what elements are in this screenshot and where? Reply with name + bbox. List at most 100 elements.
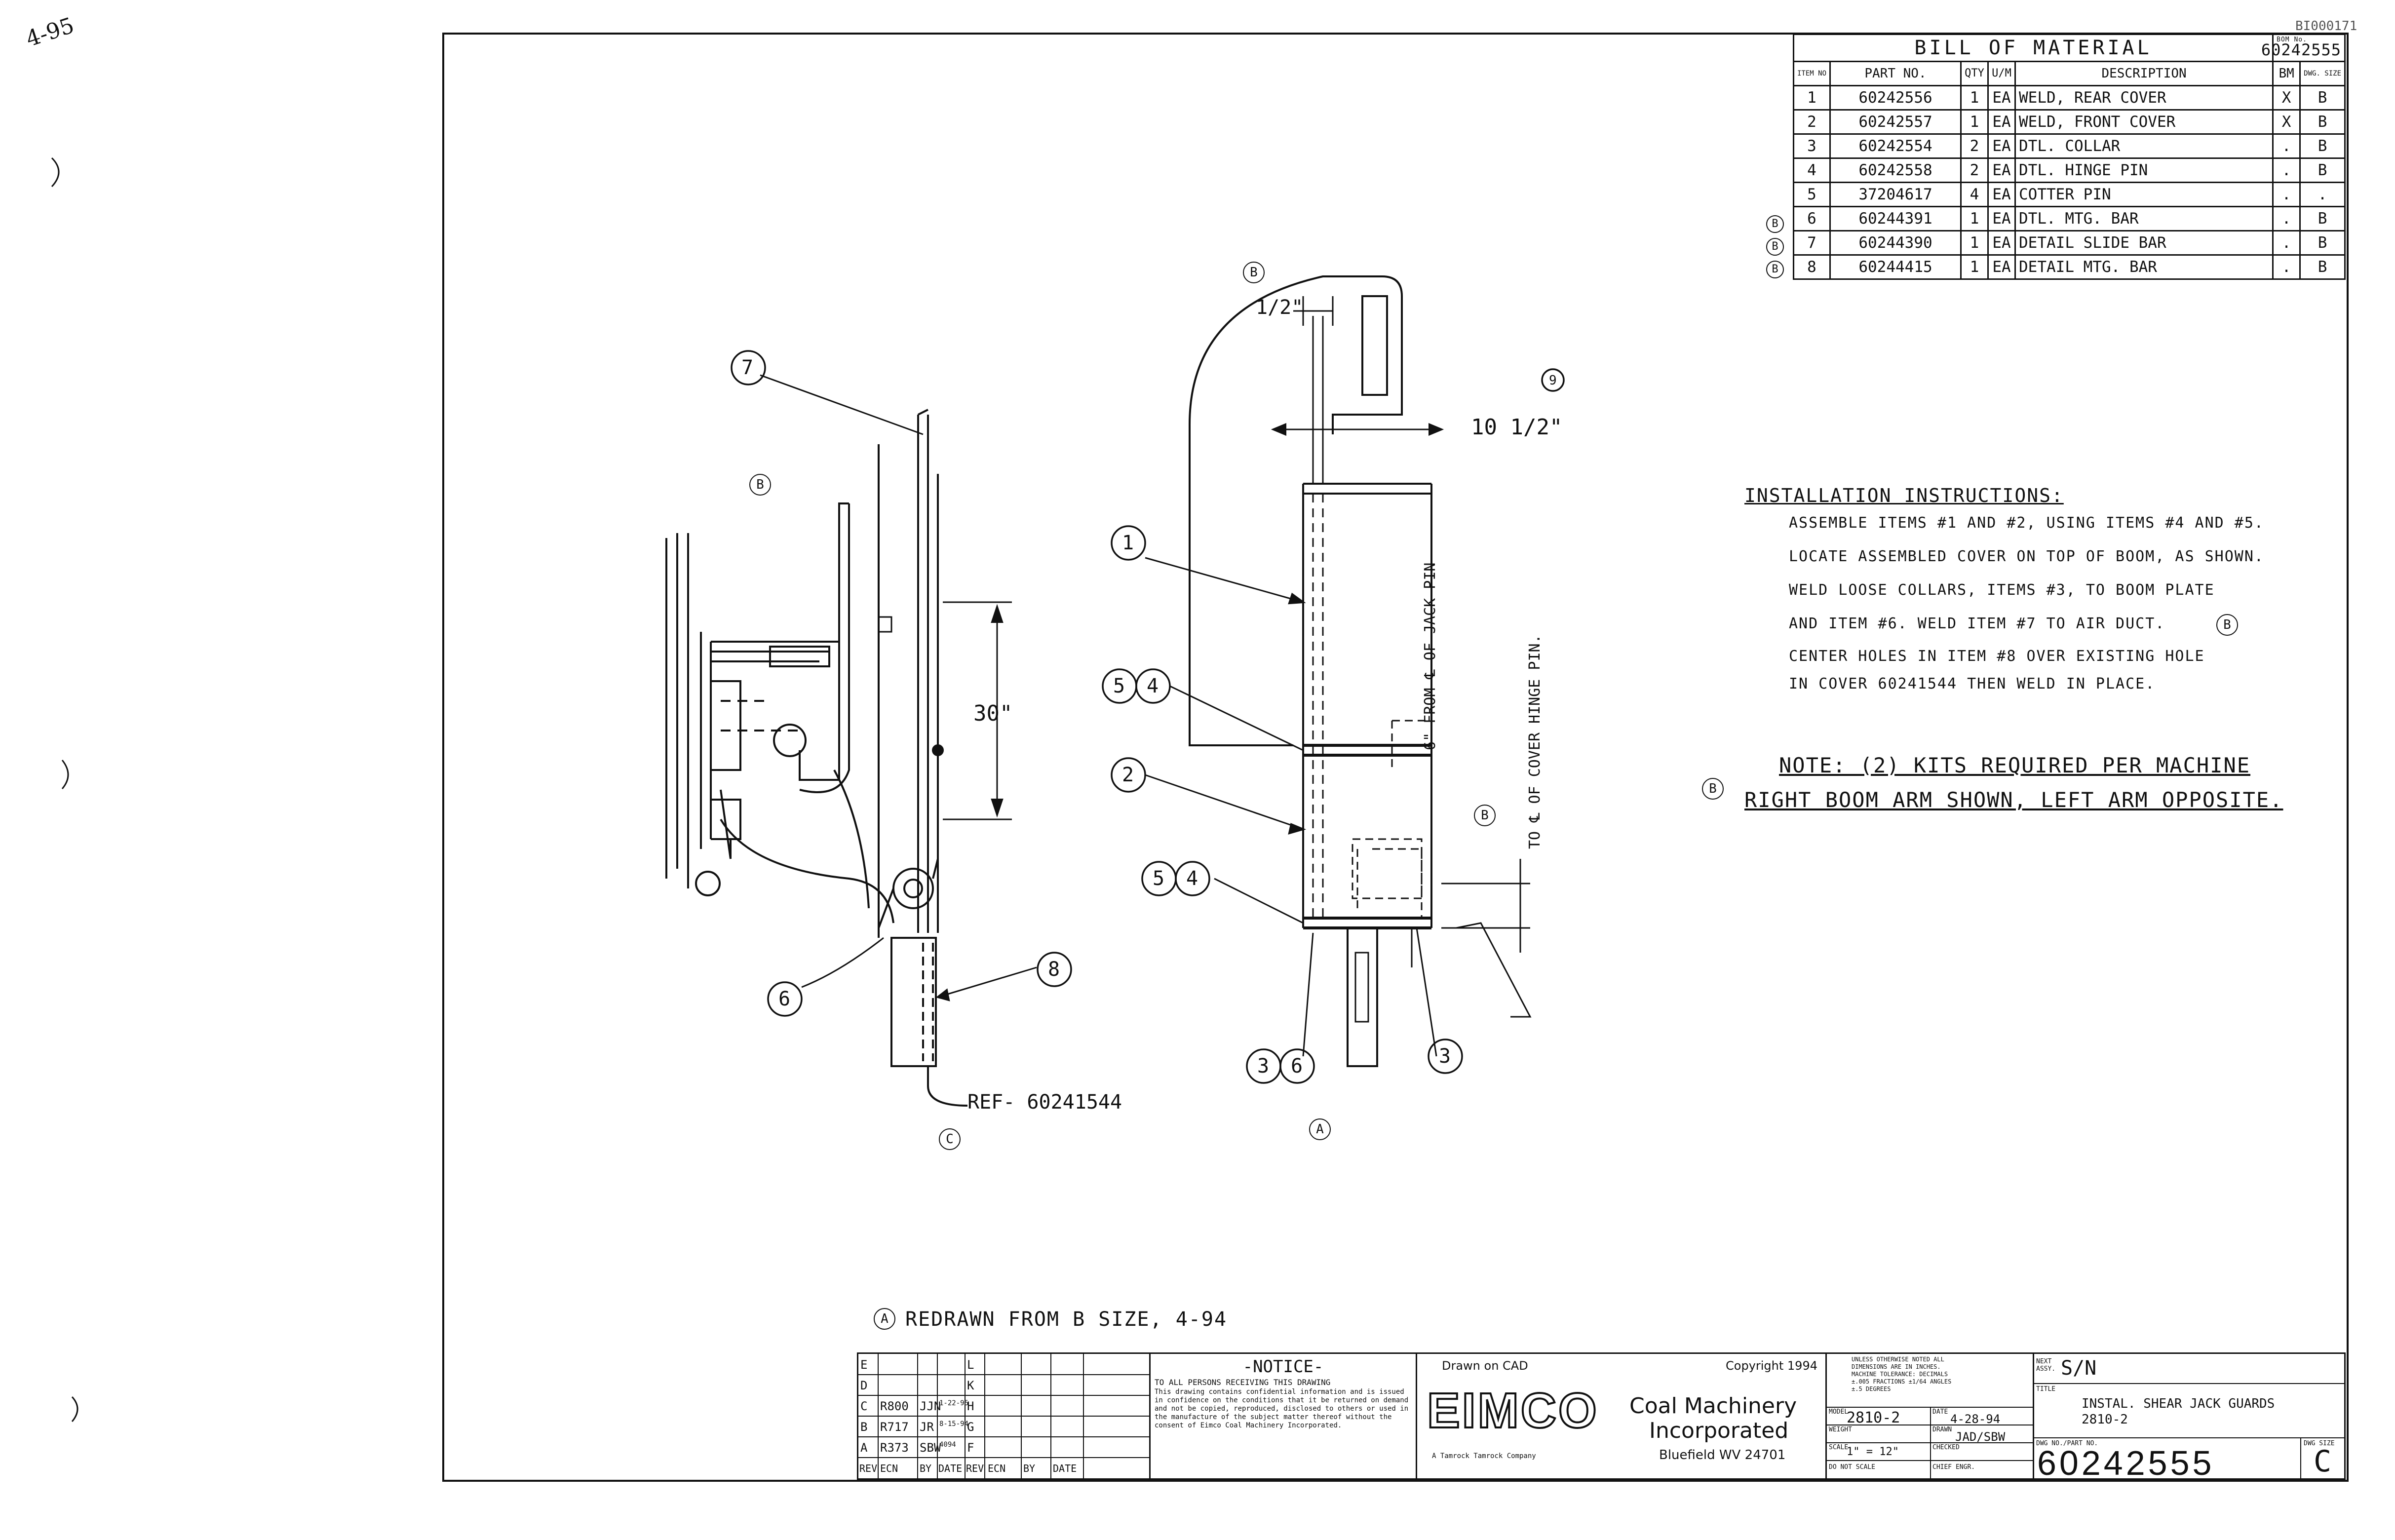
rev-letter: A bbox=[860, 1441, 868, 1455]
model-label: MODEL bbox=[1829, 1408, 1849, 1416]
bom-cell-desc: DETAIL MTG. BAR bbox=[2014, 254, 2274, 280]
title-line1: INSTAL. SHEAR JACK GUARDS bbox=[2082, 1396, 2275, 1411]
bom-no-label: BOM No. bbox=[2277, 36, 2307, 43]
col-part: PART NO. bbox=[1829, 61, 1962, 86]
company-block: Drawn on CAD Copyright 1994 EIMCO Coal M… bbox=[1417, 1354, 1827, 1478]
rev-header: ECN bbox=[988, 1463, 1006, 1474]
bom-cell-part: 60244415 bbox=[1829, 254, 1962, 280]
bom-cell-dwg: B bbox=[2299, 157, 2346, 183]
bom-cell-um: EA bbox=[1987, 206, 2016, 231]
bom-cell-dwg: B bbox=[2299, 230, 2346, 256]
title-line2: 2810-2 bbox=[2082, 1412, 2128, 1427]
col-item: ITEM NO bbox=[1792, 61, 1831, 86]
bom-cell-desc: DTL. COLLAR bbox=[2014, 133, 2274, 159]
next-assy-value: S/N bbox=[2061, 1357, 2097, 1380]
rev-letter-2: H bbox=[967, 1399, 974, 1413]
bom-cell-dwg: B bbox=[2299, 109, 2346, 135]
col-bm: BM bbox=[2272, 61, 2301, 86]
title-label: TITLE bbox=[2036, 1386, 2056, 1393]
next-assy-label: NEXT ASSY. bbox=[2036, 1358, 2056, 1373]
view-mark-c: C bbox=[939, 1128, 961, 1150]
bom-cell-qty: 2 bbox=[1960, 133, 1989, 159]
balloon-1 bbox=[1111, 525, 1146, 561]
tolerance-block: UNLESS OTHERWISE NOTED ALL DIMENSIONS AR… bbox=[1827, 1354, 2034, 1478]
bom-cell-part: 60244391 bbox=[1829, 206, 1962, 231]
tolerance-note: UNLESS OTHERWISE NOTED ALL DIMENSIONS AR… bbox=[1852, 1356, 1952, 1392]
balloon-3a-label: 3 bbox=[1257, 1055, 1270, 1078]
ref-label: REF- 60241544 bbox=[967, 1091, 1122, 1114]
rev-header: REV bbox=[966, 1463, 984, 1474]
bom-title: BILL OF MATERIAL bbox=[1792, 34, 2273, 62]
bom-cell-item: 3 bbox=[1792, 133, 1831, 159]
bom-cell-qty: 4 bbox=[1960, 182, 1989, 207]
bom-cell-part: 60244390 bbox=[1829, 230, 1962, 256]
bom-cell-um: EA bbox=[1987, 85, 2016, 111]
balloon-9-label: 9 bbox=[1549, 373, 1557, 388]
bom-cell-qty: 1 bbox=[1960, 230, 1989, 256]
rev-letter-2: F bbox=[967, 1441, 974, 1455]
bom-cell-part: 37204617 bbox=[1829, 182, 1962, 207]
notice-line1: TO ALL PERSONS RECEIVING THIS DRAWING bbox=[1155, 1378, 1331, 1387]
balloon-2 bbox=[1111, 757, 1146, 793]
col-dwg: DWG. SIZE bbox=[2299, 61, 2346, 86]
rev-letter: B bbox=[860, 1420, 868, 1434]
sheet-border bbox=[442, 33, 2349, 1482]
leader-1 bbox=[1145, 557, 1304, 603]
instructions-heading: INSTALLATION INSTRUCTIONS: bbox=[1744, 485, 2064, 506]
company-line1: Coal Machinery bbox=[1629, 1393, 1797, 1419]
bom-cell-item: 6 bbox=[1792, 206, 1831, 231]
rev-header: BY bbox=[920, 1463, 932, 1474]
rev-header: ECN bbox=[880, 1463, 898, 1474]
bom-number: 60242555 bbox=[2261, 40, 2341, 59]
balloon-8-label: 8 bbox=[1048, 958, 1060, 981]
balloon-2-label: 2 bbox=[1122, 764, 1134, 786]
sheet-id: BI000171 bbox=[2295, 19, 2357, 34]
rev-header: REV bbox=[859, 1463, 878, 1474]
bom-cell-dwg: B bbox=[2299, 206, 2346, 231]
bom-cell-part: 60242556 bbox=[1829, 85, 1962, 111]
rev-mark-b-left: B bbox=[749, 474, 771, 496]
instruction-line-6: IN COVER 60241544 THEN WELD IN PLACE. bbox=[1789, 675, 2156, 693]
rev-letter: D bbox=[860, 1379, 868, 1392]
balloon-6 bbox=[767, 981, 803, 1017]
bom-cell-desc: COTTER PIN bbox=[2014, 182, 2274, 207]
col-desc: DESCRIPTION bbox=[2014, 61, 2274, 86]
leader-54b bbox=[1214, 878, 1304, 924]
rev-letter: C bbox=[860, 1399, 868, 1413]
rev-ecn: R373 bbox=[880, 1441, 909, 1455]
bom-cell-part: 60242557 bbox=[1829, 109, 1962, 135]
right-view bbox=[1145, 275, 1532, 1067]
balloon-7 bbox=[731, 350, 766, 385]
dwg-size-label: DWG SIZE bbox=[2304, 1440, 2335, 1447]
bom-cell-bm: . bbox=[2272, 157, 2301, 183]
rev-by: JR bbox=[920, 1420, 934, 1434]
balloon-4b bbox=[1175, 861, 1210, 896]
dwg-no-label: DWG NO./PART NO. bbox=[2036, 1440, 2098, 1447]
balloon-4a-label: 4 bbox=[1147, 675, 1159, 697]
balloon-6b-label: 6 bbox=[1291, 1055, 1303, 1078]
view-mark-a: A bbox=[1309, 1118, 1331, 1140]
rev-date: 8-15-94 bbox=[939, 1420, 969, 1428]
bom-cell-desc: WELD, REAR COVER bbox=[2014, 85, 2274, 111]
bom-cell-item: 1 bbox=[1792, 85, 1831, 111]
bom-cell-um: EA bbox=[1987, 182, 2016, 207]
bom-cell-um: EA bbox=[1987, 133, 2016, 159]
dwg-size: C bbox=[2314, 1444, 2332, 1479]
bom-cell-um: EA bbox=[1987, 157, 2016, 183]
notice-body: This drawing contains confidential infor… bbox=[1155, 1388, 1409, 1429]
instruction-rev-mark: B bbox=[2216, 614, 2238, 636]
notice-block: -NOTICE- TO ALL PERSONS RECEIVING THIS D… bbox=[1151, 1354, 1417, 1478]
bom-cell-bm: . bbox=[2272, 254, 2301, 280]
note-right-boom: RIGHT BOOM ARM SHOWN, LEFT ARM OPPOSITE. bbox=[1744, 788, 2283, 812]
date-label: DATE bbox=[1932, 1408, 1948, 1416]
bom-cell-item: 4 bbox=[1792, 157, 1831, 183]
bill-of-material: BILL OF MATERIAL BOM No. 60242555 ITEM N… bbox=[1792, 34, 2346, 280]
rev-ecn: R800 bbox=[880, 1399, 909, 1413]
bom-cell-desc: DTL. MTG. BAR bbox=[2014, 206, 2274, 231]
